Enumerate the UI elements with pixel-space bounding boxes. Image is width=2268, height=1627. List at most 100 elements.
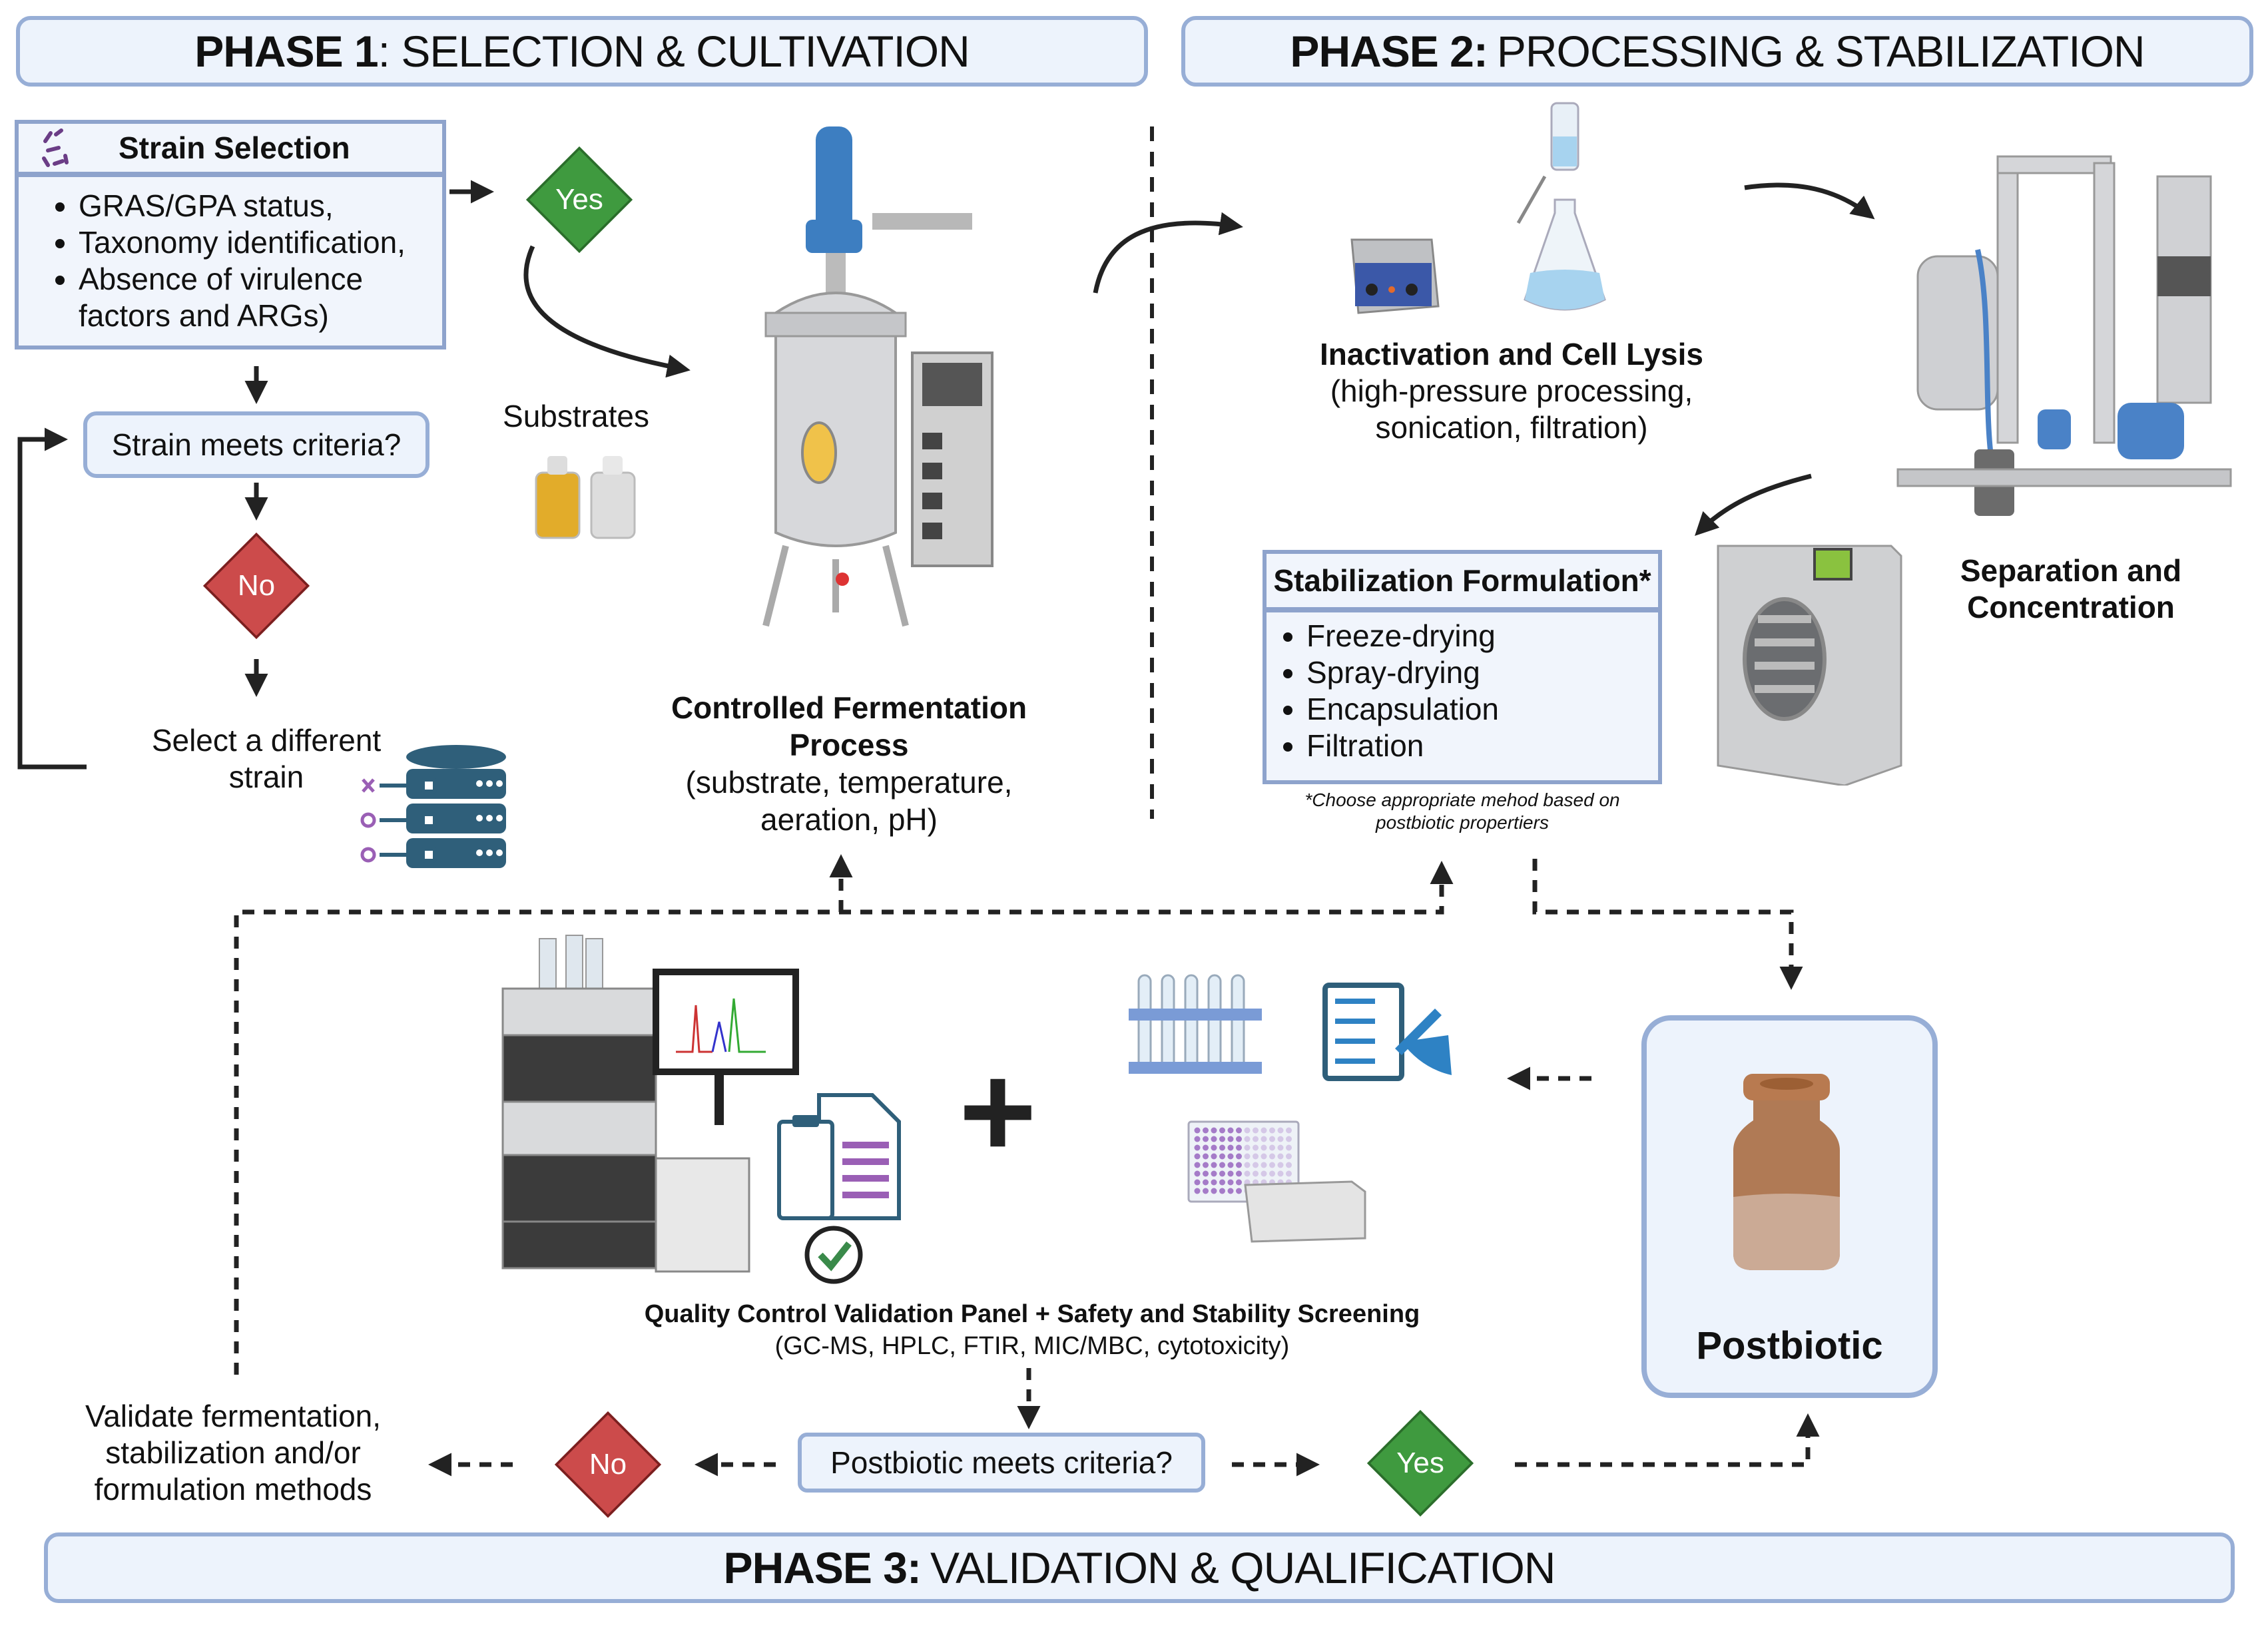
microplate-well: [1253, 1153, 1259, 1160]
microplate-well: [1211, 1127, 1217, 1134]
phase-1-title: : SELECTION & CULTIVATION: [378, 27, 970, 76]
microplate-well: [1194, 1136, 1201, 1142]
validate-line-2: stabilization and/or: [105, 1435, 361, 1470]
microplate-well: [1227, 1153, 1234, 1160]
microplate-well: [1219, 1136, 1225, 1142]
microplate-well: [1194, 1144, 1201, 1151]
microplate-well: [1236, 1153, 1242, 1160]
microplate-well: [1269, 1127, 1275, 1134]
method-item: Filtration: [1306, 728, 1658, 764]
inactivation-title: Inactivation and Cell Lysis: [1319, 337, 1703, 371]
microplate-well: [1277, 1153, 1284, 1160]
microplate-well: [1203, 1136, 1209, 1142]
safety-assessment-form-icon: [1322, 983, 1452, 1081]
microplate-well: [1261, 1153, 1267, 1160]
microplate-well: [1236, 1127, 1242, 1134]
validate-line-1: Validate fermentation,: [85, 1399, 382, 1433]
microplate-well: [1203, 1153, 1209, 1160]
microplate-reader-icon: [1187, 1120, 1366, 1243]
microplate-well: [1219, 1170, 1225, 1177]
validation-checklist-icon: [777, 1093, 901, 1284]
microplate-well: [1244, 1170, 1251, 1177]
separation-line-1: Separation and: [1960, 553, 2182, 588]
microplate-well: [1236, 1179, 1242, 1186]
microplate-well: [1194, 1170, 1201, 1177]
yes-label: Yes: [555, 183, 603, 216]
microplate-well: [1203, 1179, 1209, 1186]
inactivation-detail-2: sonication, filtration): [1375, 410, 1648, 445]
microplate-well: [1244, 1162, 1251, 1168]
phase-2-title: PROCESSING & STABILIZATION: [1496, 27, 2145, 76]
microplate-well: [1203, 1170, 1209, 1177]
microplate-well: [1227, 1179, 1234, 1186]
hplc-chromatography-system-icon: [501, 935, 799, 1273]
microplate-well: [1211, 1153, 1217, 1160]
microplate-well: [1253, 1144, 1259, 1151]
phase-3-title: VALIDATION & QUALIFICATION: [930, 1543, 1556, 1592]
microplate-well: [1211, 1170, 1217, 1177]
microplate-well: [1277, 1144, 1284, 1151]
bioreactor-fermenter-icon: [762, 126, 993, 627]
microplate-well: [1244, 1127, 1251, 1134]
microplate-well: [1211, 1188, 1217, 1194]
postbiotic-criteria-question: Postbiotic meets criteria?: [798, 1433, 1205, 1493]
stabilization-formulation-box: Stabilization Formulation* Freeze-drying…: [1263, 550, 1662, 784]
microplate-well: [1286, 1153, 1292, 1160]
microplate-well: [1219, 1188, 1225, 1194]
microplate-well: [1227, 1144, 1234, 1151]
microplate-well: [1227, 1127, 1234, 1134]
arrow-yes-to-fermenter: [523, 245, 691, 378]
arrow-to-phase2: [1093, 212, 1243, 294]
qc-detail: (GC-MS, HPLC, FTIR, MIC/MBC, cytotoxicit…: [774, 1332, 1290, 1360]
microplate-well: [1253, 1127, 1259, 1134]
postbiotic-criteria-label: Postbiotic meets criteria?: [830, 1445, 1173, 1480]
microplate-well: [1244, 1136, 1251, 1142]
arrow-to-separation: [1744, 182, 1875, 220]
microplate-well: [1277, 1136, 1284, 1142]
microplate-well: [1227, 1188, 1234, 1194]
select-different-strain: Select a different strain: [120, 722, 413, 796]
method-item: Spray-drying: [1306, 654, 1658, 691]
separation-label: Separation and Concentration: [1931, 553, 2211, 626]
substrate-bottles-icon: [535, 456, 636, 539]
yes-decision-diamond: Yes: [526, 146, 633, 253]
phase-1-label: PHASE 1: [194, 27, 378, 76]
dashed-yes-to-postbiotic: [1515, 1413, 1820, 1467]
microplate-well: [1236, 1144, 1242, 1151]
phase-3-header: PHASE 3:VALIDATION & QUALIFICATION: [44, 1532, 2235, 1603]
microplate-well: [1286, 1144, 1292, 1151]
qc-no-decision-diamond: No: [555, 1411, 661, 1518]
microplate-well: [1286, 1170, 1292, 1177]
microplate-well: [1194, 1153, 1201, 1160]
fermentation-title-2: Process: [789, 728, 909, 762]
microplate-well: [1227, 1162, 1234, 1168]
validate-methods-label: Validate fermentation, stabilization and…: [60, 1398, 406, 1508]
validate-line-3: formulation methods: [94, 1472, 372, 1507]
microplate-well: [1261, 1127, 1267, 1134]
microplate-well: [1277, 1127, 1284, 1134]
criterion-item: Taxonomy identification,: [79, 224, 442, 261]
vacuum-filtration-flask-icon: [1516, 102, 1606, 311]
postbiotic-vial-icon: [1733, 1074, 1840, 1270]
microplate-well: [1244, 1153, 1251, 1160]
strain-database-icon: [360, 745, 506, 868]
qc-yes-label: Yes: [1396, 1447, 1444, 1479]
microplate-well: [1261, 1170, 1267, 1177]
microplate-well: [1203, 1162, 1209, 1168]
method-item: Freeze-drying: [1306, 618, 1658, 654]
microplate-well: [1269, 1170, 1275, 1177]
microplate-well: [1286, 1162, 1292, 1168]
microplate-well: [1269, 1153, 1275, 1160]
fermentation-label: Controlled Fermentation Process (substra…: [633, 689, 1065, 838]
test-tubes-rack-icon: [1129, 974, 1262, 1074]
microplate-well: [1253, 1136, 1259, 1142]
postbiotic-product-box: Postbiotic: [1641, 1015, 1938, 1398]
criterion-item: Absence of virulence factors and ARGs): [79, 261, 442, 334]
microplate-well: [1269, 1136, 1275, 1142]
stabilization-footnote: *Choose appropriate mehod based on postb…: [1263, 789, 1662, 834]
microplate-well: [1194, 1162, 1201, 1168]
footnote-line-1: *Choose appropriate mehod based on: [1304, 790, 1620, 810]
sonicator-bath-icon: [1350, 238, 1440, 314]
phase-2-header: PHASE 2:PROCESSING & STABILIZATION: [1181, 16, 2253, 87]
method-item: Encapsulation: [1306, 691, 1658, 728]
